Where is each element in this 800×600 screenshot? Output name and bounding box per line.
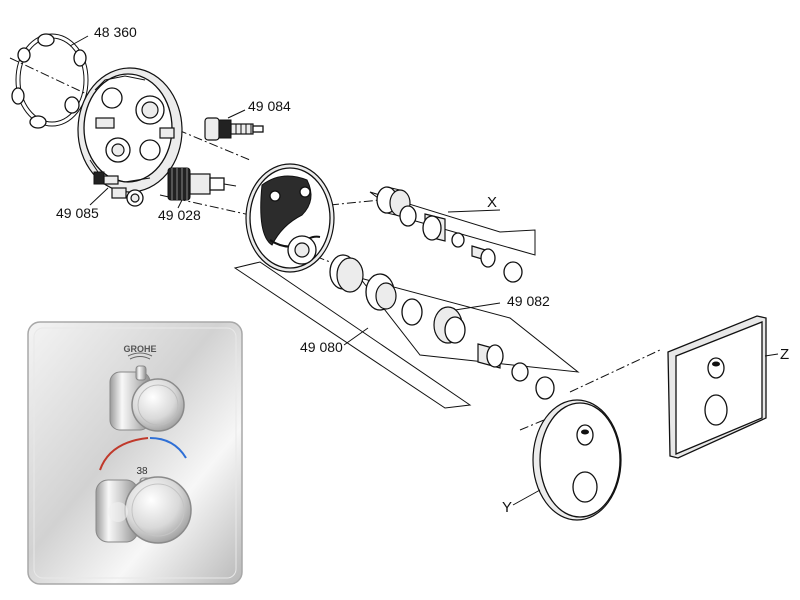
- brand-logo-text: GROHE: [123, 344, 156, 354]
- label-49084: 49 084: [248, 98, 291, 114]
- group-x-parts: [369, 186, 536, 283]
- parts-49085: [93, 171, 144, 207]
- label-49082: 49 082: [507, 293, 550, 309]
- cartridge-49084: [204, 117, 264, 141]
- label-z: Z: [780, 346, 789, 363]
- escutcheon-square-z: [667, 315, 767, 459]
- seal-ring-48360: [11, 33, 89, 129]
- upper-knob: [109, 365, 185, 432]
- temperature-marking: 38: [136, 466, 148, 477]
- label-49028: 49 028: [158, 207, 201, 223]
- cartridge-49028: [167, 167, 237, 201]
- label-x: X: [487, 194, 497, 211]
- valve-body: [77, 67, 183, 193]
- product-photo: GROHE 38: [27, 321, 243, 585]
- label-48360: 48 360: [94, 24, 137, 40]
- label-49085: 49 085: [56, 205, 99, 221]
- label-49080: 49 080: [300, 339, 343, 355]
- label-y: Y: [502, 499, 512, 516]
- temperature-knob: 38: [95, 437, 192, 544]
- escutcheon-round-y: [532, 399, 622, 521]
- mounting-plate: [245, 163, 335, 273]
- group-lower-parts: [233, 254, 580, 409]
